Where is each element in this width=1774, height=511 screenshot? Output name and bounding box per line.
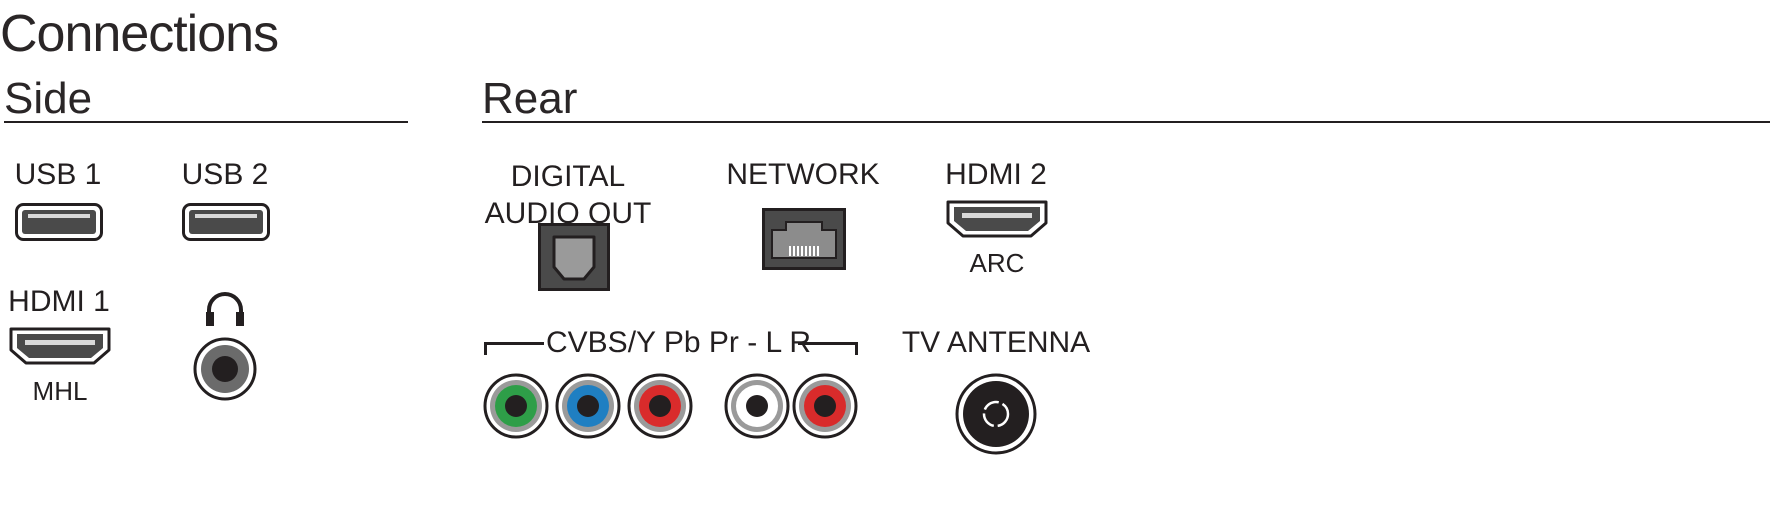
coax-antenna-icon bbox=[955, 373, 1037, 455]
side-divider bbox=[4, 121, 408, 123]
optical-port-icon bbox=[538, 223, 610, 291]
headphone-jack-icon bbox=[193, 337, 257, 401]
component-bracket bbox=[484, 340, 858, 356]
digital-audio-label-line1: DIGITAL bbox=[510, 160, 626, 193]
antenna-label: TV ANTENNA bbox=[901, 326, 1091, 359]
rear-divider bbox=[482, 121, 1770, 123]
hdmi1-label: HDMI 1 bbox=[8, 285, 110, 318]
component-label: CVBS/Y Pb Pr - L R bbox=[546, 326, 812, 359]
usb2-label: USB 2 bbox=[181, 158, 269, 191]
hdmi2-sub-label: ARC bbox=[969, 248, 1025, 278]
rca-jack-red-icon bbox=[627, 373, 693, 439]
rca-jack-green-icon bbox=[483, 373, 549, 439]
page-title: Connections bbox=[0, 5, 279, 63]
usb-port-icon bbox=[15, 203, 103, 241]
hdmi2-label: HDMI 2 bbox=[945, 158, 1047, 191]
rear-heading: Rear bbox=[482, 74, 578, 123]
side-heading: Side bbox=[4, 74, 93, 123]
network-label: NETWORK bbox=[726, 158, 880, 191]
digital-audio-label: DIGITAL AUDIO OUT bbox=[482, 158, 654, 232]
ethernet-port-icon bbox=[762, 208, 846, 270]
hdmi-port-icon bbox=[945, 199, 1049, 239]
usb1-label: USB 1 bbox=[14, 158, 102, 191]
rca-jack-blue-icon bbox=[555, 373, 621, 439]
rca-jack-white-icon bbox=[724, 373, 790, 439]
rca-jack-red-audio-icon bbox=[792, 373, 858, 439]
usb-port-icon bbox=[182, 203, 270, 241]
hdmi1-sub-label: MHL bbox=[32, 376, 88, 406]
hdmi-port-icon bbox=[8, 326, 112, 366]
headphone-icon bbox=[204, 290, 246, 330]
